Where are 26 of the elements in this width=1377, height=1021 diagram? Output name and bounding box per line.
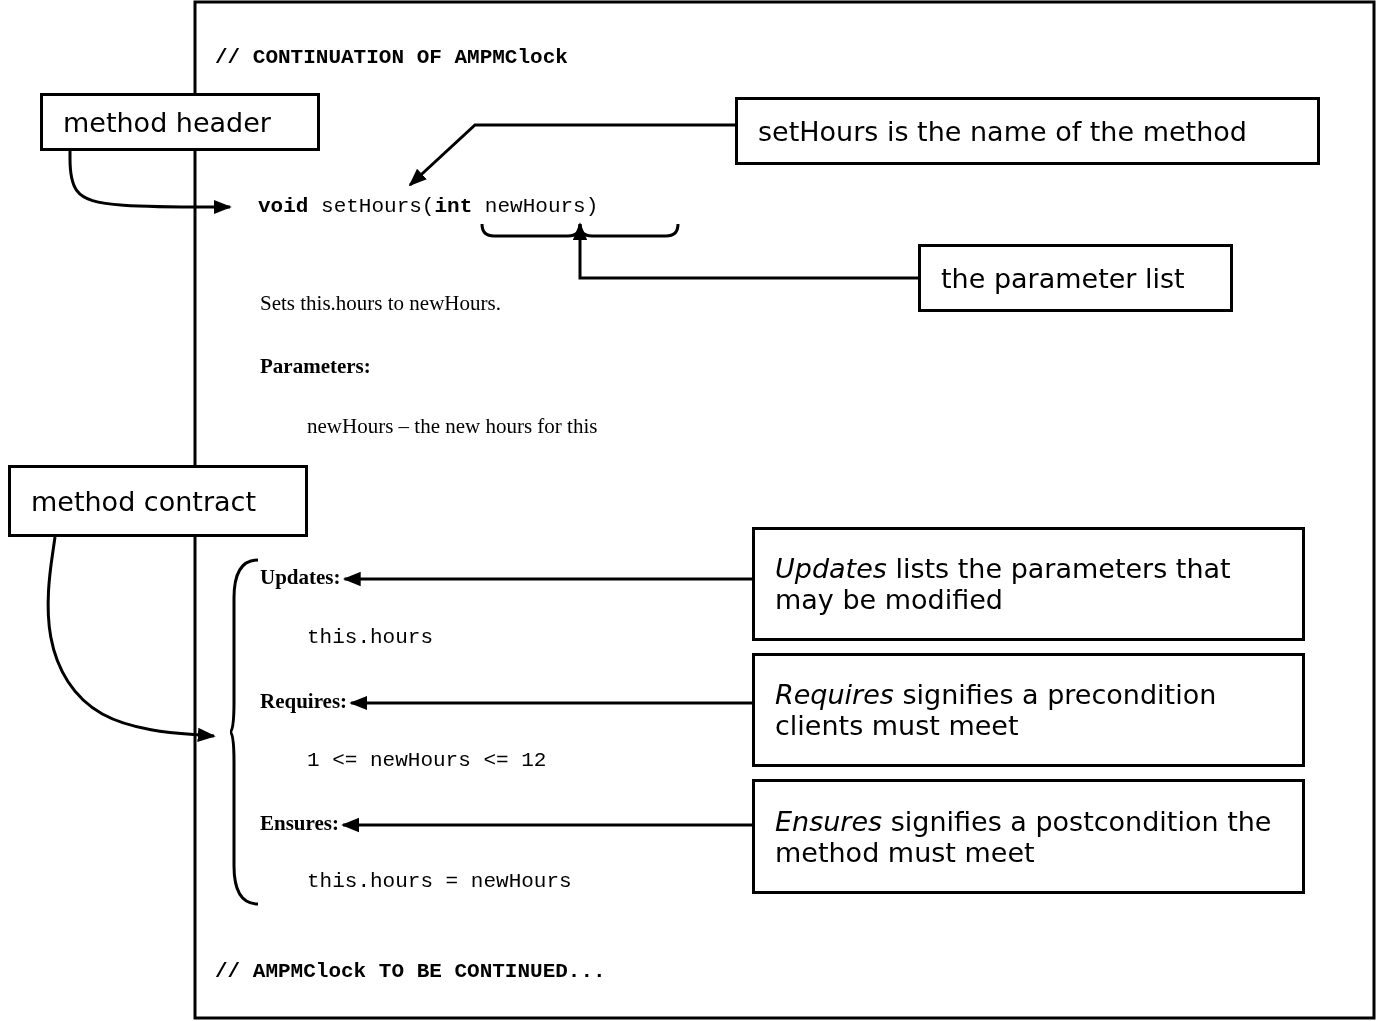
code-comment: // AMPMClock TO BE CONTINUED... bbox=[215, 960, 606, 983]
arrow bbox=[341, 817, 752, 833]
code-comment: // CONTINUATION OF AMPMClock bbox=[215, 46, 568, 69]
callout-box: the parameter list bbox=[918, 244, 1233, 312]
callout-box: setHours is the name of the method bbox=[735, 97, 1320, 165]
code-line: this.hours = newHours bbox=[307, 870, 572, 893]
arrow bbox=[342, 571, 752, 587]
arrow bbox=[408, 123, 735, 187]
arrow bbox=[349, 695, 752, 711]
code-line: 1 <= newHours <= 12 bbox=[307, 749, 547, 772]
callout-box: method header bbox=[40, 93, 320, 151]
section-heading: Updates: bbox=[260, 565, 341, 593]
code-line: this.hours bbox=[307, 626, 434, 649]
callout-box: Requires signifies a precondition clients must meet bbox=[752, 653, 1305, 767]
callout-box: Updates lists the parameters that may be modified bbox=[752, 527, 1305, 641]
section-heading: Ensures: bbox=[260, 811, 339, 839]
section-heading: Requires: bbox=[260, 689, 348, 717]
description-text: Sets this.hours to newHours. bbox=[260, 291, 501, 316]
callout-box: method contract bbox=[8, 465, 308, 537]
arrow bbox=[572, 222, 918, 280]
section-heading: Parameters: bbox=[260, 354, 371, 379]
parameter-description: newHours – the new hours for this bbox=[307, 414, 598, 439]
callout-box: Ensures signifies a postcondition the method must meet bbox=[752, 779, 1305, 894]
arrow bbox=[46, 536, 216, 742]
arrow bbox=[68, 151, 232, 215]
code-line: void setHours(int newHours) bbox=[258, 195, 688, 225]
